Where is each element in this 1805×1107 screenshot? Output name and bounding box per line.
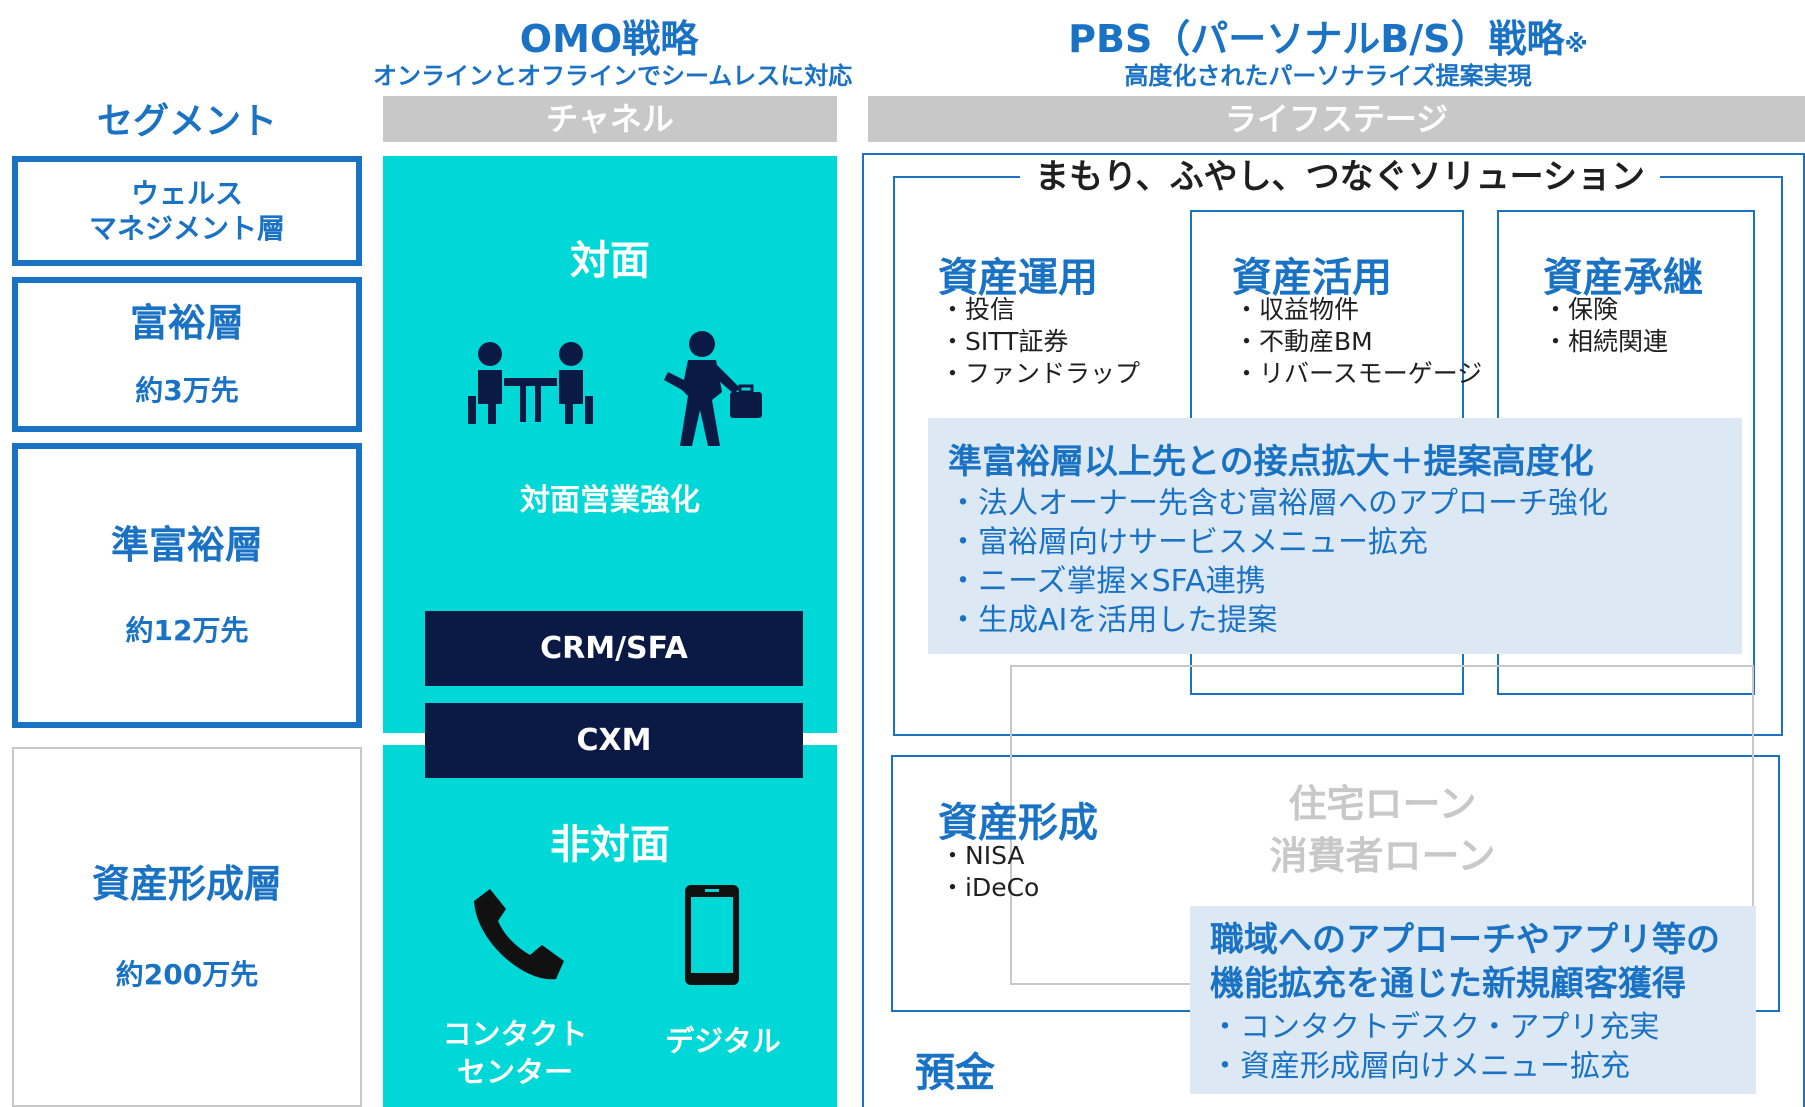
phone-icon: [468, 885, 568, 989]
category-item: ・収益物件: [1234, 295, 1360, 324]
panel-title: 職域へのアプローチやアプリ等の 機能拡充を通じた新規顧客獲得: [1210, 920, 1720, 1004]
segment-count: 約3万先: [135, 374, 239, 408]
panel-item: ・生成AIを活用した提案: [948, 603, 1278, 638]
deposit-label: 預金: [915, 1050, 995, 1096]
segment-name: 準富裕層: [110, 522, 263, 567]
category-item: ・投信: [940, 295, 1016, 324]
segment-count: 約12万先: [125, 614, 249, 648]
panel-item: ・ニーズ掌握×SFA連携: [948, 564, 1266, 599]
face-to-face-title: 対面: [570, 238, 650, 284]
panel-items: ・コンタクトデスク・アプリ充実 ・資産形成層向けメニュー拡充: [1210, 1008, 1659, 1086]
pbs-note-mark: ※: [1564, 30, 1588, 58]
meeting-icon: [468, 340, 593, 429]
category-item: ・SITT証券: [940, 327, 1069, 356]
segment-count: 約200万先: [115, 957, 259, 991]
pbs-title: PBS（パーソナルB/S）戦略※: [1068, 17, 1588, 61]
segment-semi-affluent: 準富裕層 約12万先: [12, 443, 362, 728]
formation-items: ・NISA ・iDeCo: [940, 840, 1039, 904]
omo-subtitle: オンラインとオフラインでシームレスに対応: [373, 62, 853, 90]
formation-item: ・NISA: [940, 841, 1025, 870]
lifestage-frame: [862, 153, 1805, 1107]
category-item: ・相続関連: [1543, 327, 1669, 356]
pbs-subtitle: 高度化されたパーソナライズ提案実現: [1124, 62, 1532, 90]
category-title: 資産運用: [938, 255, 1098, 301]
segment-name: 資産形成層: [91, 862, 282, 907]
channel-label: チャネル: [383, 96, 837, 142]
panel-title: 準富裕層以上先との接点拡大＋提案高度化: [948, 442, 1594, 482]
digital-label: デジタル: [665, 1024, 781, 1058]
category-title: 資産承継: [1543, 255, 1703, 301]
category-items: ・収益物件 ・不動産BM ・リバースモーゲージ: [1234, 294, 1482, 390]
non-face-to-face-title: 非対面: [550, 822, 670, 868]
segment-name: ウェルス マネジメント層: [88, 177, 285, 245]
category-item: ・ファンドラップ: [940, 359, 1141, 388]
panel-items: ・法人オーナー先含む富裕層へのアプローチ強化 ・富裕層向けサービスメニュー拡充 …: [948, 484, 1608, 640]
category-items: ・投信 ・SITT証券 ・ファンドラップ: [940, 294, 1140, 390]
loans-label: 住宅ローン 消費者ローン: [1269, 782, 1496, 878]
face-to-face-caption: 対面営業強化: [520, 483, 700, 518]
non-face-to-face-panel: [383, 745, 837, 1107]
panel-item: ・資産形成層向けメニュー拡充: [1210, 1049, 1630, 1084]
crm-sfa-box: CRM/SFA: [425, 611, 803, 686]
formation-title: 資産形成: [938, 800, 1098, 846]
formation-item: ・iDeCo: [940, 873, 1040, 902]
smartphone-icon: [683, 883, 741, 991]
omo-title: OMO戦略: [519, 17, 699, 61]
cxm-box: CXM: [425, 703, 803, 778]
category-title: 資産活用: [1232, 255, 1392, 301]
contact-center-label: コンタクト センター: [442, 1017, 588, 1089]
panel-item: ・法人オーナー先含む富裕層へのアプローチ強化: [948, 486, 1608, 521]
panel-item: ・富裕層向けサービスメニュー拡充: [948, 525, 1428, 560]
businessman-icon: [660, 330, 765, 452]
lifestage-label: ライフステージ: [868, 96, 1805, 142]
segment-name: 富裕層: [129, 300, 244, 345]
segment-label: セグメント: [96, 101, 277, 142]
solution-title: まもり、ふやし、つなぐソリューション: [1020, 155, 1660, 199]
segment-asset-building: 資産形成層 約200万先: [12, 747, 362, 1107]
category-item: ・リバースモーゲージ: [1234, 359, 1483, 388]
segment-affluent: 富裕層 約3万先: [12, 277, 362, 432]
lower-strategy-panel: 職域へのアプローチやアプリ等の 機能拡充を通じた新規顧客獲得 ・コンタクトデスク…: [1190, 906, 1756, 1094]
upper-strategy-panel: 準富裕層以上先との接点拡大＋提案高度化 ・法人オーナー先含む富裕層へのアプローチ…: [928, 418, 1742, 654]
panel-item: ・コンタクトデスク・アプリ充実: [1210, 1010, 1660, 1045]
category-items: ・保険 ・相続関連: [1543, 294, 1668, 358]
category-item: ・保険: [1543, 295, 1619, 324]
segment-wealth-management: ウェルス マネジメント層: [12, 156, 362, 266]
category-item: ・不動産BM: [1234, 327, 1373, 356]
